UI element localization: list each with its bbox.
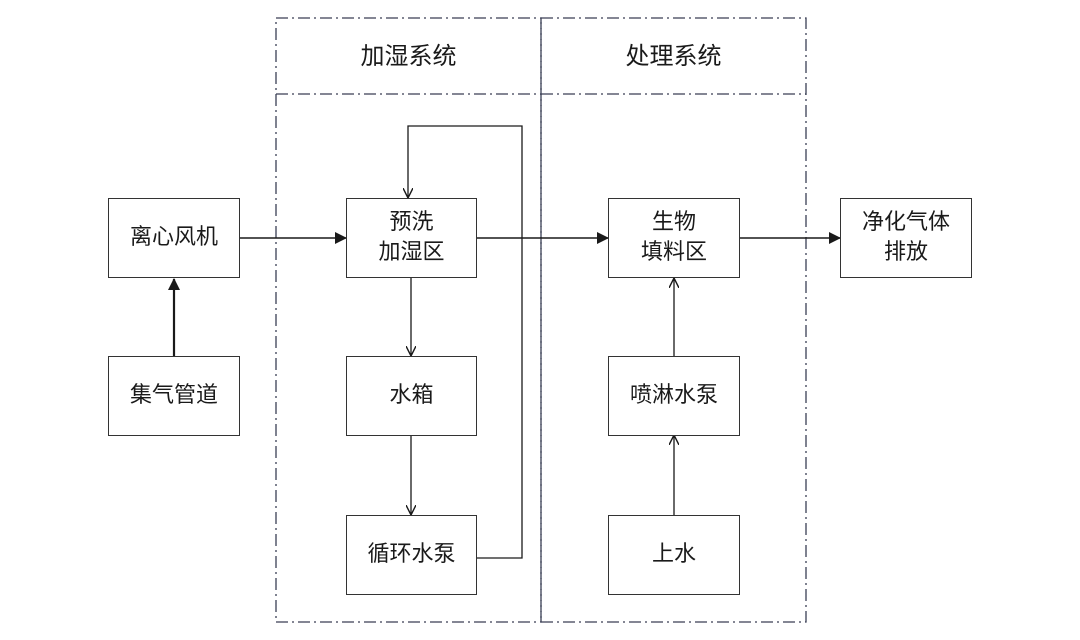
spray-pump-label: 喷淋水泵 — [629, 383, 718, 408]
centrifugal-fan-box: 离心风机 — [108, 198, 240, 278]
biological-filler-zone-box: 生物 填料区 — [608, 198, 740, 278]
water-tank-label: 水箱 — [389, 383, 434, 408]
treatment-system-frame — [540, 17, 807, 623]
gas-collection-pipe-label: 集气管道 — [129, 383, 218, 408]
circulation-pump-label: 循环水泵 — [367, 542, 456, 567]
humidify-system-title: 加湿系统 — [360, 42, 457, 70]
water-inlet-label: 上水 — [651, 542, 696, 567]
prewash-label-line-1: 预洗 — [389, 210, 434, 235]
biofilter-label-line-2: 填料区 — [640, 240, 707, 265]
prewash-humidify-zone-box: 预洗 加湿区 — [346, 198, 477, 278]
water-inlet-box: 上水 — [608, 515, 740, 595]
discharge-label-line-2: 排放 — [883, 240, 928, 265]
spray-pump-box: 喷淋水泵 — [608, 356, 740, 436]
treatment-system-title: 处理系统 — [625, 42, 722, 70]
prewash-label-line-2: 加湿区 — [378, 240, 445, 265]
centrifugal-fan-label: 离心风机 — [129, 225, 218, 250]
gas-collection-pipe-box: 集气管道 — [108, 356, 240, 436]
arrow-pump-recirculation — [408, 125, 523, 559]
water-tank-box: 水箱 — [346, 356, 477, 436]
circulation-pump-box: 循环水泵 — [346, 515, 477, 595]
purified-gas-discharge-box: 净化气体 排放 — [840, 198, 972, 278]
biofilter-label-line-1: 生物 — [651, 210, 696, 235]
discharge-label-line-1: 净化气体 — [861, 210, 950, 235]
